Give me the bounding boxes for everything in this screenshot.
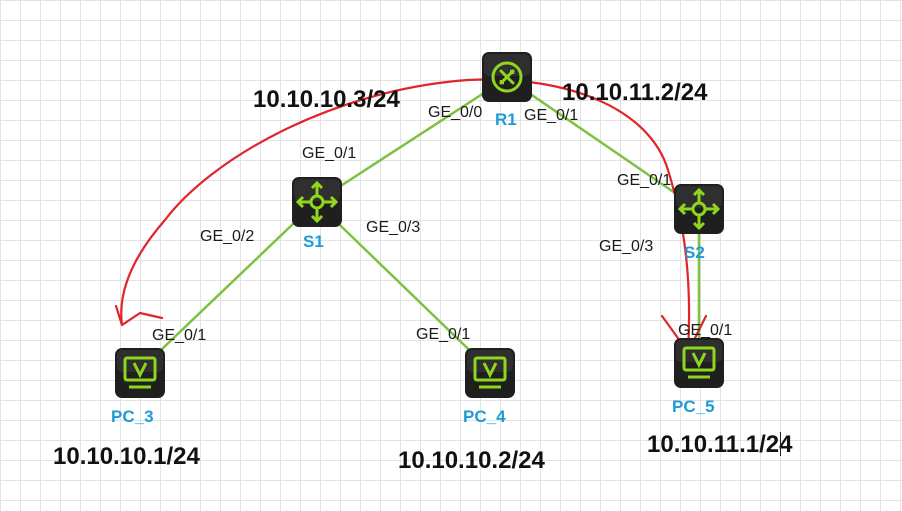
port-label-s1-ge02: GE_0/2 (200, 228, 255, 245)
pc-pc4[interactable] (463, 346, 517, 400)
node-label-r1: R1 (495, 110, 517, 129)
ip-label-pc3: 10.10.10.1/24 (53, 443, 200, 470)
port-label-pc5-ge01: GE_0/1 (678, 322, 733, 339)
link-r1-s2 (506, 76, 698, 210)
ip-label-r1-left: 10.10.10.3/24 (253, 86, 400, 113)
node-label-pc5: PC_5 (672, 397, 715, 416)
link-r1-s1 (315, 76, 508, 204)
switch-icon (674, 184, 724, 234)
node-label-s2: S2 (684, 243, 705, 262)
link-s1-pc4 (315, 201, 491, 371)
switch-s2[interactable] (672, 182, 726, 236)
pc-icon (115, 348, 165, 398)
node-label-pc4: PC_4 (463, 407, 506, 426)
switch-icon (292, 177, 342, 227)
pc-icon (465, 348, 515, 398)
ip-label-pc4: 10.10.10.2/24 (398, 447, 545, 474)
port-label-pc3-ge01: GE_0/1 (152, 327, 207, 344)
text-cursor (780, 432, 781, 456)
ip-label-pc5: 10.10.11.1/24 (647, 431, 793, 458)
pc-pc5[interactable] (672, 336, 726, 390)
link-s1-pc3 (139, 201, 317, 371)
router-icon (482, 52, 532, 102)
pc-icon (674, 338, 724, 388)
port-label-s1-ge01: GE_0/1 (302, 145, 357, 162)
port-label-s1-ge03: GE_0/3 (366, 219, 421, 236)
node-label-s1: S1 (303, 232, 324, 251)
ip-label-r1-right: 10.10.11.2/24 (562, 79, 708, 106)
router-r1[interactable] (480, 50, 534, 104)
node-label-pc3: PC_3 (111, 407, 154, 426)
port-label-s2-ge03: GE_0/3 (599, 238, 654, 255)
pc-pc3[interactable] (113, 346, 167, 400)
port-label-pc4-ge01: GE_0/1 (416, 326, 471, 343)
annotation-arrow-to-pc3 (114, 78, 470, 327)
port-label-s2-ge01: GE_0/1 (617, 172, 672, 189)
port-label-r1-ge01: GE_0/1 (524, 107, 579, 124)
port-label-r1-ge00: GE_0/0 (428, 104, 483, 121)
switch-s1[interactable] (290, 175, 344, 229)
